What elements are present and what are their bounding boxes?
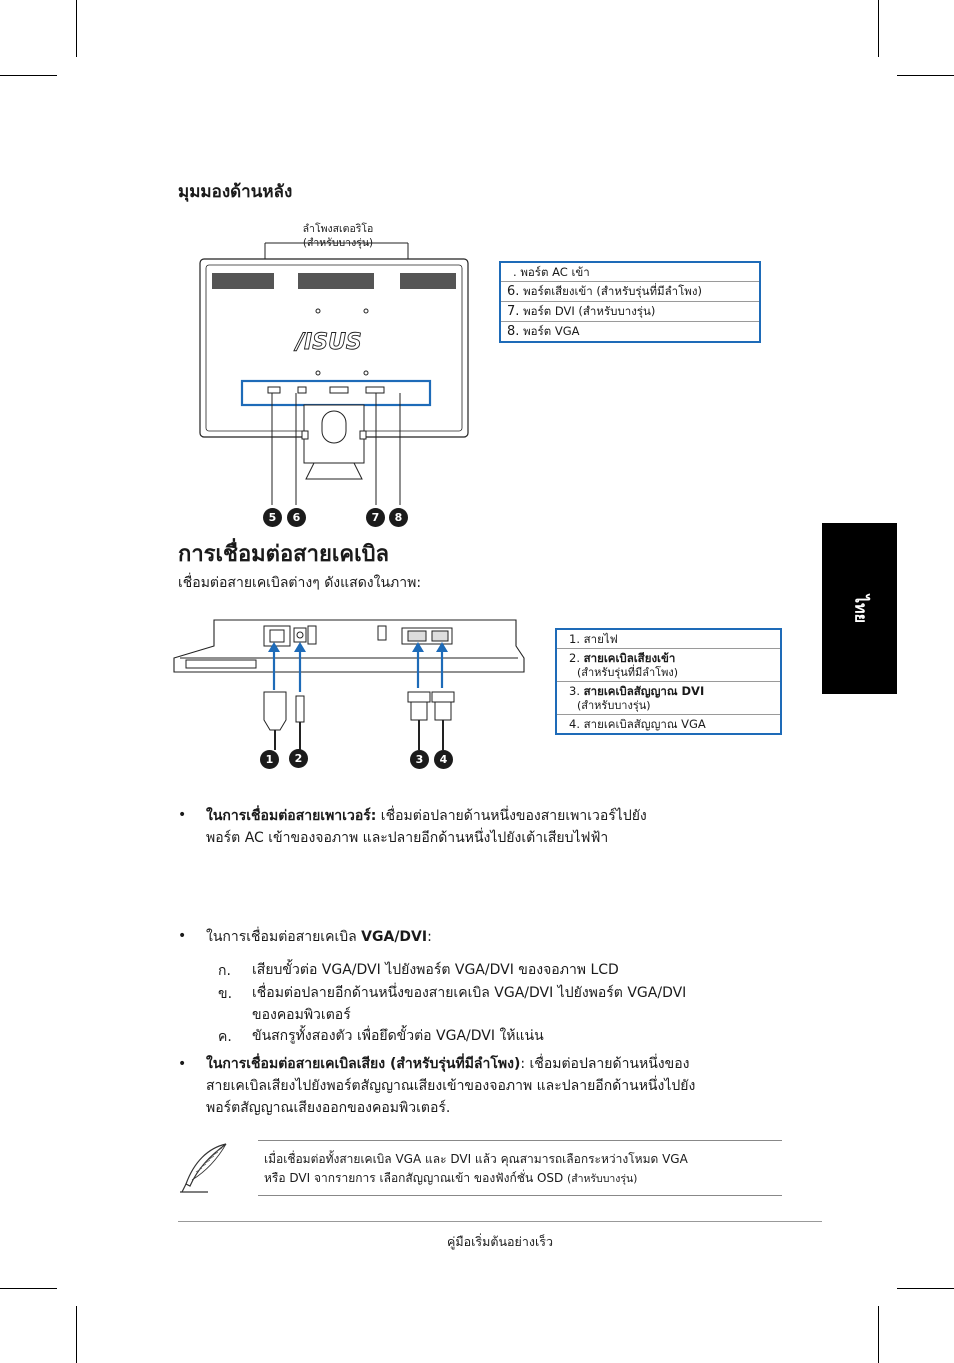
bullet-dot: • — [178, 1056, 187, 1072]
step-number: ข. — [218, 986, 233, 1002]
crop-mark — [76, 1306, 77, 1363]
rear-badge-7: 7 — [366, 508, 385, 527]
cable-section-title: การเชื่อมต่อสายเคเบิล — [178, 542, 390, 567]
cable-section-intro: เชื่อมต่อสายเคเบิลต่างๆ ดังแสดงในภาพ: — [178, 575, 422, 591]
bullet-dot: • — [178, 807, 187, 823]
crop-mark — [897, 1288, 954, 1289]
monitor-rear-diagram: /ISUS — [199, 242, 469, 505]
cable-legend: 1. สายไฟ 2. สายเคเบิลเสียงเข้า (สำหรับรุ… — [555, 628, 782, 735]
bullet-dot: • — [178, 928, 187, 944]
step-text: เสียบขั้วต่อ VGA/DVI ไปยังพอร์ต VGA/DVI … — [252, 959, 782, 981]
legend-sublabel: (สำหรับรุ่นที่มีลำโพง) — [577, 666, 678, 679]
legend-item: . พอร์ต AC เข้า — [501, 263, 759, 282]
step-number: ก. — [218, 963, 231, 979]
legend-label: สายเคเบิลเสียงเข้า — [583, 651, 676, 665]
legend-sublabel: (สำหรับบางรุ่น) — [577, 699, 651, 712]
note-line2-small: (สำหรับบางรุ่น) — [567, 1173, 638, 1185]
rear-view-title: มุมมองด้านหลัง — [178, 182, 293, 202]
legend-number: . — [513, 265, 517, 279]
legend-number: 6. — [507, 284, 520, 299]
legend-item: 8. พอร์ต VGA — [501, 322, 759, 341]
legend-item: 7. พอร์ต DVI (สำหรับบางรุ่น) — [501, 302, 759, 322]
crop-mark — [897, 75, 954, 76]
step-line1: เชื่อมต่อปลายอีกด้านหนึ่งของสายเคเบิล VG… — [252, 985, 687, 1001]
footer-text: คู่มือเริ่มต้นอย่างเร็ว — [447, 1234, 553, 1249]
legend-label: พอร์ต VGA — [523, 324, 580, 338]
step-line2: ของคอมพิวเตอร์ — [252, 1007, 351, 1023]
crop-mark — [76, 0, 77, 57]
crop-mark — [0, 75, 57, 76]
step-number: ค. — [218, 1029, 232, 1045]
power-instruction-line1: เชื่อมต่อปลายด้านหนึ่งของสายเพาเวอร์ไปยั… — [376, 808, 647, 824]
legend-label: สายเคเบิลสัญญาณ DVI — [583, 684, 705, 698]
legend-number: 2. — [569, 651, 580, 665]
rear-ports-legend: . พอร์ต AC เข้า 6. พอร์ตเสียงเข้า (สำหรั… — [499, 261, 761, 343]
legend-label: สายไฟ — [583, 632, 618, 646]
cable-badge-3: 3 — [410, 750, 429, 769]
legend-number: 3. — [569, 684, 580, 698]
audio-instruction-line1: : เชื่อมต่อปลายด้านหนึ่งของ — [520, 1056, 690, 1072]
legend-item: 1. สายไฟ — [557, 630, 780, 649]
note-line2: หรือ DVI จากรายการ เลือกสัญญาณเข้า ของฟั… — [264, 1171, 568, 1185]
legend-label: สายเคเบิลสัญญาณ VGA — [583, 717, 706, 731]
cable-badge-2: 2 — [289, 749, 308, 768]
legend-item: 2. สายเคเบิลเสียงเข้า (สำหรับรุ่นที่มีลำ… — [557, 649, 780, 682]
language-tab-label: ไทย — [851, 594, 870, 623]
legend-number: 1. — [569, 632, 580, 646]
legend-number: 8. — [507, 324, 520, 339]
brand-logo: /ISUS — [293, 330, 362, 355]
legend-label: พอร์ต AC เข้า — [520, 265, 590, 279]
vga-dvi-suffix: : — [427, 929, 432, 945]
language-tab: ไทย — [822, 523, 897, 694]
step-text: เชื่อมต่อปลายอีกด้านหนึ่งของสายเคเบิล VG… — [252, 982, 782, 1026]
vga-dvi-prefix: ในการเชื่อมต่อสายเคเบิล — [206, 929, 362, 945]
audio-instruction-line3: พอร์ตสัญญาณเสียงออกของคอมพิวเตอร์. — [206, 1100, 451, 1116]
legend-item: 4. สายเคเบิลสัญญาณ VGA — [557, 715, 780, 733]
cable-badge-4: 4 — [434, 750, 453, 769]
cable-badge-1: 1 — [260, 750, 279, 769]
legend-label: พอร์ต DVI (สำหรับบางรุ่น) — [523, 304, 656, 318]
rear-badge-5: 5 — [263, 508, 282, 527]
audio-instruction-bold: ในการเชื่อมต่อสายเคเบิลเสียง (สำหรับรุ่น… — [206, 1056, 521, 1072]
power-instruction-line2: พอร์ต AC เข้าของจอภาพ และปลายอีกด้านหนึ่… — [206, 830, 609, 846]
audio-instruction-line2: สายเคเบิลเสียงไปยังพอร์ตสัญญาณเสียงเข้าข… — [206, 1078, 696, 1094]
crop-mark — [878, 0, 879, 57]
note-line1: เมื่อเชื่อมต่อทั้งสายเคเบิล VGA และ DVI … — [264, 1152, 688, 1166]
legend-number: 4. — [569, 717, 580, 731]
rear-badge-8: 8 — [389, 508, 408, 527]
crop-mark — [878, 1306, 879, 1363]
vga-dvi-bold: VGA/DVI — [361, 929, 428, 945]
power-instruction-bold: ในการเชื่อมต่อสายเพาเวอร์: — [206, 808, 377, 824]
speaker-callout-line1: ลำโพงสเตอริโอ — [302, 223, 374, 235]
note-text: เมื่อเชื่อมต่อทั้งสายเคเบิล VGA และ DVI … — [264, 1150, 782, 1189]
crop-mark — [0, 1288, 57, 1289]
vga-dvi-instruction: ในการเชื่อมต่อสายเคเบิล VGA/DVI: — [206, 926, 432, 948]
legend-item: 6. พอร์ตเสียงเข้า (สำหรับรุ่นที่มีลำโพง) — [501, 282, 759, 302]
footer-rule — [178, 1221, 822, 1222]
note-box — [258, 1140, 782, 1196]
step-line1: เสียบขั้วต่อ VGA/DVI ไปยังพอร์ต VGA/DVI … — [252, 962, 619, 978]
legend-label: พอร์ตเสียงเข้า (สำหรับรุ่นที่มีลำโพง) — [523, 284, 702, 298]
step-text: ขันสกรูทั้งสองตัว เพื่อยึดขั้วต่อ VGA/DV… — [252, 1025, 782, 1047]
step-line1: ขันสกรูทั้งสองตัว เพื่อยึดขั้วต่อ VGA/DV… — [252, 1028, 544, 1044]
rear-badge-6: 6 — [287, 508, 306, 527]
feather-note-icon — [180, 1143, 227, 1193]
legend-item: 3. สายเคเบิลสัญญาณ DVI (สำหรับบางรุ่น) — [557, 682, 780, 715]
power-instruction: ในการเชื่อมต่อสายเพาเวอร์: เชื่อมต่อปลาย… — [206, 805, 766, 849]
audio-instruction: ในการเชื่อมต่อสายเคเบิลเสียง (สำหรับรุ่น… — [206, 1053, 786, 1119]
cable-connection-diagram — [173, 619, 525, 750]
legend-number: 7. — [507, 304, 520, 319]
